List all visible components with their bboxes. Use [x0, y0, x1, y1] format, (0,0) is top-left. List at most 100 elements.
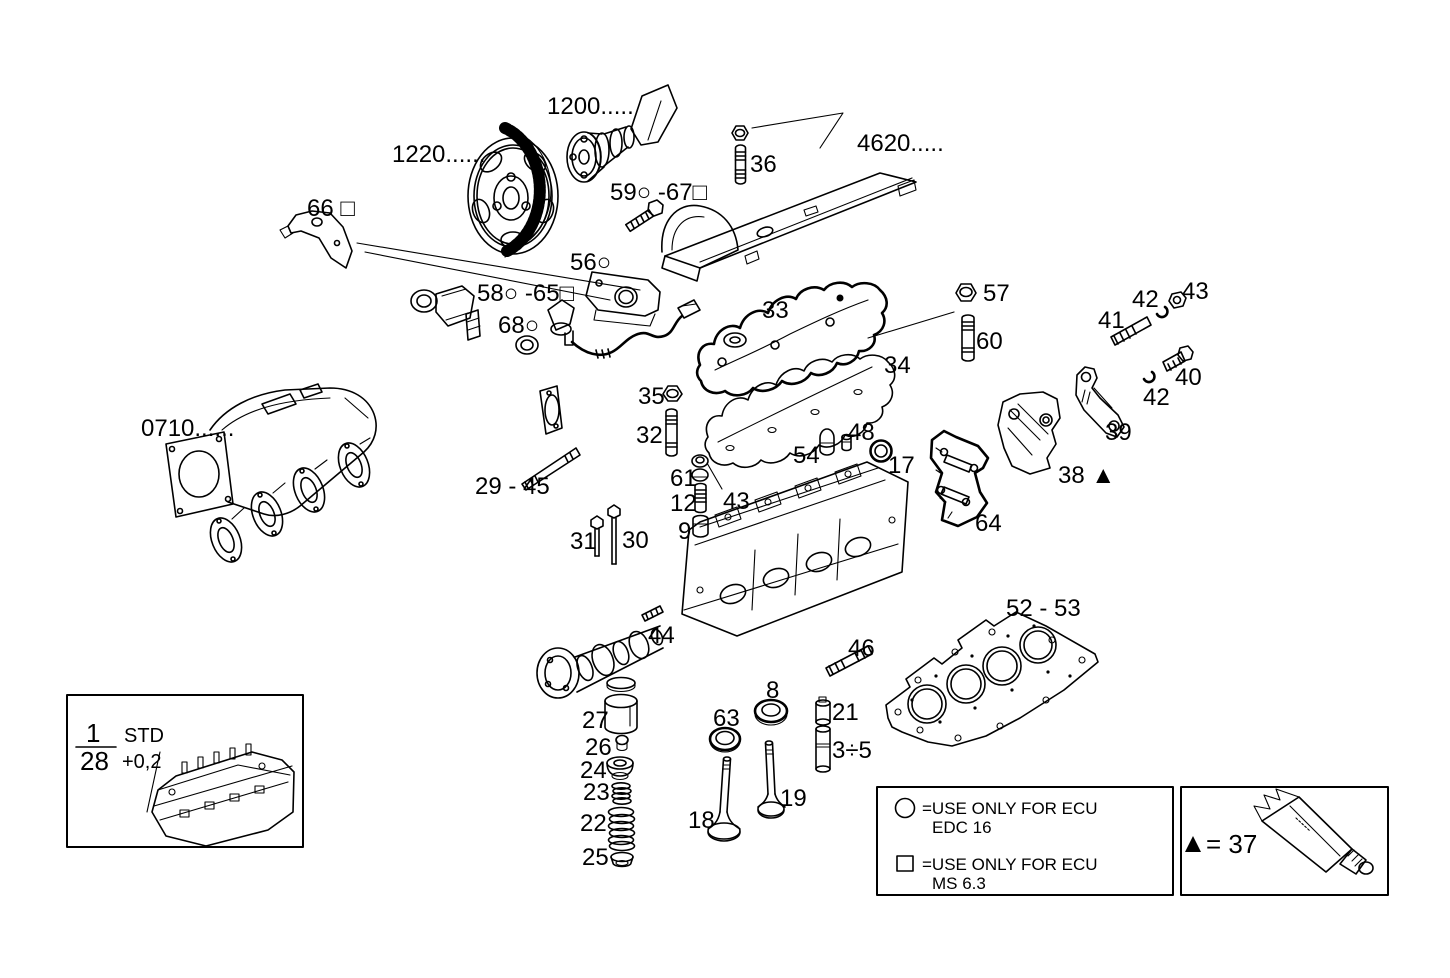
inset-numerator: 1	[86, 718, 100, 748]
label-33: 33	[762, 297, 789, 324]
part-guide-21	[815, 696, 831, 726]
legend-ecu-box: =USE ONLY FOR ECU EDC 16 =USE ONLY FOR E…	[876, 786, 1174, 896]
label-assembly-1220: 1220......	[392, 141, 485, 168]
part-camshaft-pulley	[566, 84, 678, 183]
part-bracket-38	[997, 391, 1061, 475]
part-valve-18	[707, 756, 741, 842]
part-bracket-56	[585, 271, 661, 327]
label-43b: 43	[723, 488, 750, 515]
label-42a: 42	[1132, 286, 1159, 313]
label-59-67: 59○ -67□	[610, 179, 708, 206]
label-61: 61	[670, 465, 697, 492]
label-66: 66 □	[307, 195, 355, 222]
manifold-port-flanges	[209, 437, 371, 563]
part-guide-3-5	[815, 725, 831, 773]
label-48: 48	[848, 419, 875, 446]
label-3-5: 3÷5	[832, 737, 872, 764]
label-25: 25	[582, 844, 609, 871]
inset-denominator: 28	[80, 746, 109, 776]
inset-lower-label: +0,2	[122, 751, 161, 773]
part-seal-68	[515, 335, 539, 355]
inner-spring-23	[611, 781, 632, 805]
label-22: 22	[580, 810, 607, 837]
label-68: 68○	[498, 312, 539, 339]
part-bolt-31	[590, 515, 604, 557]
label-35: 35	[638, 383, 665, 410]
legend-circle-line1: =USE ONLY FOR ECU	[922, 799, 1098, 818]
square-icon	[896, 855, 914, 872]
label-17: 17	[888, 452, 915, 479]
sealant-tube-drawing	[1253, 788, 1374, 875]
label-21: 21	[832, 699, 859, 726]
label-19: 19	[780, 785, 807, 812]
part-seal-63	[708, 726, 742, 753]
part-nut-43a	[1168, 291, 1187, 309]
part-tappet-stack	[604, 676, 638, 868]
label-31: 31	[570, 528, 597, 555]
legend-square-line1: =USE ONLY FOR ECU	[922, 855, 1098, 874]
part-clip-42a	[1155, 305, 1169, 319]
label-27: 27	[582, 707, 609, 734]
label-43a: 43	[1182, 278, 1209, 305]
part-stud-41	[1110, 316, 1152, 346]
part-cylinder-head	[681, 461, 909, 637]
label-52-53: 52 - 53	[1006, 595, 1081, 622]
part-seal-17	[869, 439, 893, 463]
legend-square-line2: MS 6.3	[932, 874, 986, 893]
label-39: 39	[1105, 419, 1132, 446]
label-assembly-0710: 0710......	[141, 415, 234, 442]
part-cap-9	[692, 514, 709, 538]
part-seal-8	[753, 698, 789, 726]
inset-box: 1 28 STD +0,2	[66, 694, 304, 848]
label-46: 46	[848, 635, 875, 662]
label-36: 36	[750, 151, 777, 178]
label-assembly-1200: 1200.....	[547, 93, 634, 120]
inset-head-drawing	[151, 743, 295, 847]
leader-lines	[356, 112, 955, 490]
label-30: 30	[622, 527, 649, 554]
part-head-cover	[661, 172, 917, 282]
part-stud-36	[731, 125, 749, 185]
label-42b: 42	[1143, 384, 1170, 411]
label-23: 23	[583, 779, 610, 806]
part-cover-33	[695, 281, 888, 397]
legend-sealant-label: = 37	[1206, 829, 1257, 859]
part-valve-19	[757, 740, 786, 819]
label-18: 18	[688, 807, 715, 834]
part-sensor-58-65	[410, 285, 481, 341]
label-29-45: 29 - 45	[475, 473, 550, 500]
part-stud-32	[665, 408, 678, 457]
part-bolt-30	[607, 504, 621, 565]
label-24: 24	[580, 757, 607, 784]
legend-sealant-box: = 37	[1180, 786, 1389, 896]
part-pin-44	[641, 605, 664, 622]
label-64: 64	[975, 510, 1002, 537]
label-40: 40	[1175, 364, 1202, 391]
label-32: 32	[636, 422, 663, 449]
label-57: 57	[983, 280, 1010, 307]
part-plate-64	[929, 429, 990, 528]
label-58-65: 58○ -65□	[477, 280, 575, 307]
label-60: 60	[976, 328, 1003, 355]
label-41: 41	[1098, 307, 1125, 334]
part-stud-46	[825, 645, 873, 677]
label-44: 44	[648, 622, 675, 649]
part-cable-sensor	[547, 299, 701, 359]
part-head-gasket	[885, 611, 1099, 747]
label-26: 26	[585, 734, 612, 761]
inset-upper-label: STD	[124, 725, 164, 747]
part-nut-57	[955, 283, 977, 302]
label-9: 9	[678, 518, 691, 545]
part-gasket-29-45	[521, 385, 581, 491]
part-stud-60	[961, 314, 975, 362]
label-34: 34	[884, 352, 911, 379]
label-63: 63	[713, 705, 740, 732]
part-sleeve-12	[694, 482, 707, 514]
legend-circle-line2: EDC 16	[932, 818, 992, 837]
label-8: 8	[766, 677, 779, 704]
label-12: 12	[670, 490, 697, 517]
part-intake-manifold	[165, 383, 377, 563]
part-bracket-39	[1075, 366, 1125, 438]
